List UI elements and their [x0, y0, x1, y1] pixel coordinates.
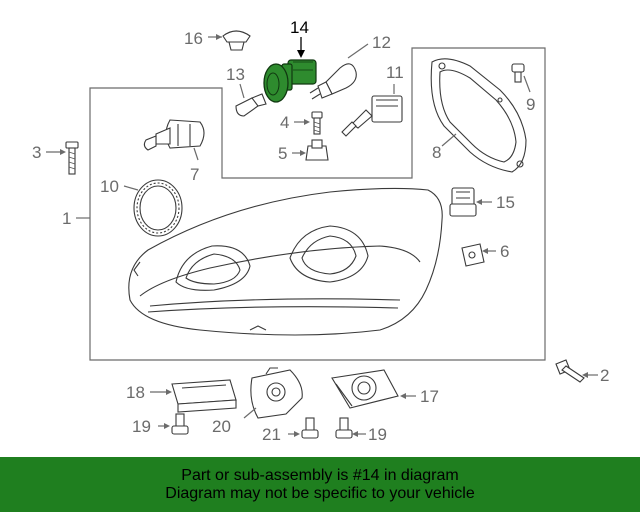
- callout-1: 1: [62, 209, 71, 228]
- part-10-seal-ring[interactable]: [133, 179, 183, 237]
- callout-17: 17: [420, 387, 439, 406]
- banner-line-1: Part or sub-assembly is #14 in diagram: [181, 466, 459, 484]
- part-19-screw-right[interactable]: [335, 417, 353, 439]
- part-1-headlamp-assembly[interactable]: [128, 187, 443, 336]
- info-banner: Part or sub-assembly is #14 in diagram D…: [0, 457, 640, 512]
- callout-8: 8: [432, 143, 441, 162]
- callout-13: 13: [226, 65, 245, 84]
- callout-2: 2: [600, 366, 609, 385]
- callout-5: 5: [278, 144, 287, 163]
- part-8-rear-cover[interactable]: [430, 58, 527, 173]
- callout-6: 6: [500, 242, 509, 261]
- part-7-bulb-socket[interactable]: [143, 119, 205, 151]
- callout-19-right: 19: [368, 425, 387, 444]
- callout-15: 15: [496, 193, 515, 212]
- part-16-cap[interactable]: [222, 30, 251, 51]
- part-6-clip[interactable]: [461, 243, 485, 267]
- callout-11: 11: [386, 63, 404, 82]
- callout-7: 7: [190, 165, 199, 184]
- callout-20: 20: [212, 417, 231, 436]
- part-18-control-module[interactable]: [171, 379, 237, 413]
- callout-19-left: 19: [132, 417, 151, 436]
- part-11-xenon-bulb[interactable]: [341, 95, 403, 137]
- part-9-screw[interactable]: [511, 63, 525, 83]
- part-19-screw-left[interactable]: [171, 413, 189, 435]
- part-5-clip[interactable]: [305, 139, 329, 161]
- callout-18: 18: [126, 383, 145, 402]
- part-20-bracket[interactable]: [250, 367, 303, 419]
- callout-21: 21: [262, 425, 281, 444]
- callout-9: 9: [526, 95, 535, 114]
- callout-4: 4: [280, 113, 289, 132]
- banner-line-2: Diagram may not be specific to your vehi…: [165, 484, 475, 502]
- callout-14: 14: [290, 18, 309, 37]
- part-21-screw[interactable]: [301, 417, 319, 439]
- part-12-bulb[interactable]: [309, 63, 357, 100]
- callout-10: 10: [100, 177, 119, 196]
- part-17-ballast-module[interactable]: [331, 369, 399, 409]
- part-15-module[interactable]: [449, 187, 477, 217]
- part-2-bolt[interactable]: [555, 359, 585, 383]
- part-14-bulb-socket[interactable]: [263, 59, 317, 103]
- callout-3: 3: [32, 143, 41, 162]
- callout-12: 12: [372, 33, 391, 52]
- part-4-screw[interactable]: [311, 111, 323, 135]
- assembly-outline: [89, 47, 546, 361]
- part-13-bulb[interactable]: [235, 93, 267, 117]
- callout-16: 16: [184, 29, 203, 48]
- parts-diagram: 16 14 12 13 11 4: [32, 18, 609, 444]
- part-3-bolt[interactable]: [65, 141, 79, 175]
